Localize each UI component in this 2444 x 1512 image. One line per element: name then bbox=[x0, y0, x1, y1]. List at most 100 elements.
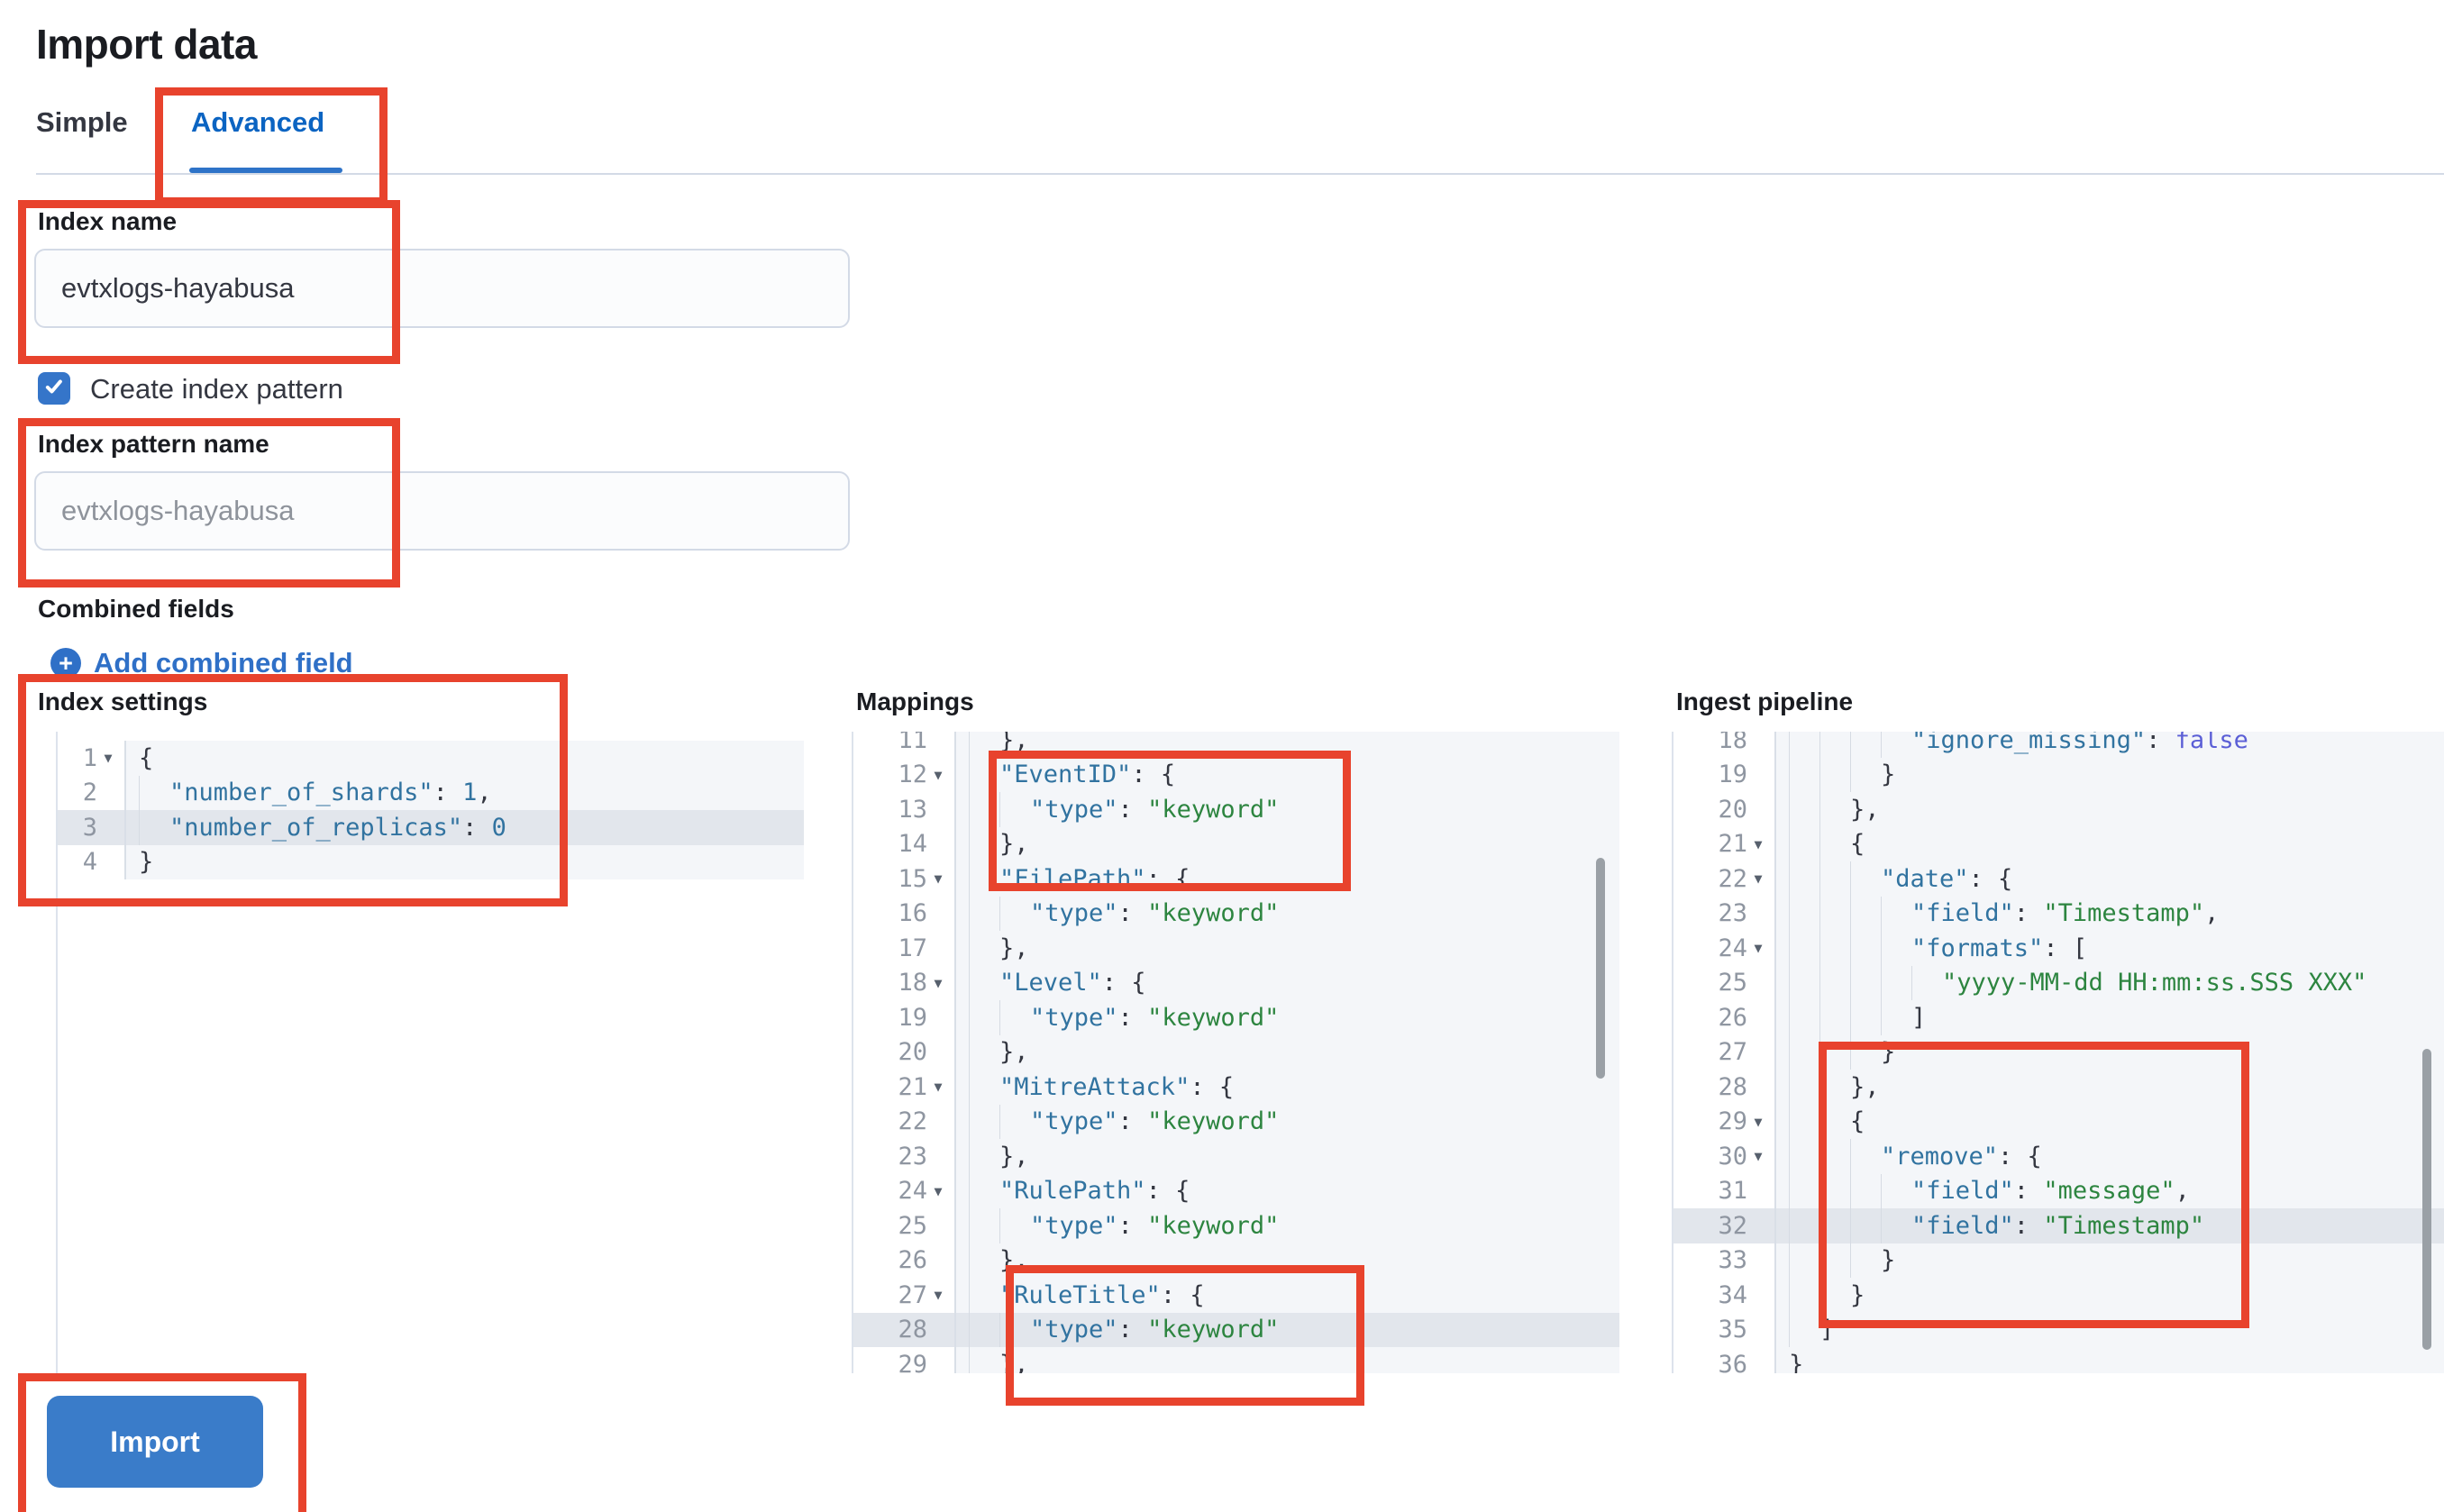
code-content: }, bbox=[954, 1139, 1619, 1174]
mappings-editor[interactable]: 11},12▼"EventID": {13"type": "keyword"14… bbox=[852, 732, 1619, 1373]
code-token: }, bbox=[999, 830, 1029, 859]
fold-arrow-icon[interactable]: ▼ bbox=[934, 1287, 943, 1304]
line-number: 20 bbox=[898, 1038, 927, 1067]
code-token: "yyyy-MM-dd HH:mm:ss.SSS XXX" bbox=[1942, 969, 2367, 997]
indent-guide bbox=[999, 896, 1000, 931]
fold-arrow-icon[interactable]: ▼ bbox=[934, 974, 943, 991]
code-token: "MitreAttack" bbox=[999, 1072, 1190, 1101]
code-content: "date": { bbox=[1774, 861, 2444, 897]
index-settings-editor[interactable]: 1▼{2"number_of_shards": 1,3"number_of_re… bbox=[56, 732, 804, 1373]
import-button[interactable]: Import bbox=[47, 1396, 263, 1488]
fold-arrow-icon[interactable]: ▼ bbox=[1754, 940, 1763, 957]
plus-icon[interactable]: + bbox=[50, 648, 81, 679]
code-line: 21▼{ bbox=[1673, 826, 2444, 861]
indent-guide bbox=[969, 1104, 970, 1139]
code-token: "type" bbox=[1030, 899, 1118, 928]
mappings-scrollbar[interactable] bbox=[1596, 858, 1605, 1079]
indent-guide bbox=[139, 775, 140, 810]
code-token: : bbox=[2146, 732, 2175, 754]
code-line: 30▼"remove": { bbox=[1673, 1139, 2444, 1174]
gutter-cell: 16 bbox=[853, 899, 954, 927]
gutter-cell: 27 bbox=[1673, 1038, 1774, 1066]
gutter-cell: 20 bbox=[1673, 796, 1774, 824]
code-token: } bbox=[139, 848, 154, 877]
indent-guide bbox=[1819, 965, 1820, 1000]
index-pattern-name-input[interactable] bbox=[34, 471, 850, 551]
indent-guide bbox=[1789, 826, 1790, 861]
gutter-cell: 4 bbox=[58, 848, 124, 876]
fold-arrow-icon[interactable]: ▼ bbox=[1754, 1113, 1763, 1130]
indent-guide bbox=[1789, 1243, 1790, 1278]
code-token: 1 bbox=[462, 779, 478, 807]
create-index-pattern-checkbox[interactable] bbox=[38, 372, 70, 405]
code-token: : { bbox=[1998, 1142, 2042, 1170]
indent-guide bbox=[1789, 1208, 1790, 1243]
active-tab-underline bbox=[189, 168, 342, 173]
code-content: } bbox=[1774, 1278, 2444, 1313]
fold-arrow-icon[interactable]: ▼ bbox=[934, 1182, 943, 1199]
code-token: }, bbox=[999, 1142, 1029, 1170]
code-token: "number_of_shards" bbox=[169, 779, 433, 807]
mappings-label: Mappings bbox=[856, 688, 974, 715]
index-name-input[interactable] bbox=[34, 249, 850, 328]
indent-guide bbox=[1819, 792, 1820, 827]
code-token: "keyword" bbox=[1147, 795, 1280, 824]
code-token: }, bbox=[1850, 795, 1880, 824]
fold-arrow-icon[interactable]: ▼ bbox=[934, 1079, 943, 1096]
indent-guide bbox=[1850, 861, 1851, 897]
indent-guide bbox=[969, 1000, 970, 1035]
tab-simple[interactable]: Simple bbox=[36, 106, 128, 138]
ingest-pipeline-scrollbar[interactable] bbox=[2422, 1049, 2431, 1350]
line-number: 14 bbox=[898, 830, 927, 859]
line-number: 18 bbox=[1718, 732, 1747, 754]
code-line: 14}, bbox=[853, 826, 1619, 861]
indent-guide bbox=[1789, 1312, 1790, 1347]
gutter-cell: 29 bbox=[853, 1351, 954, 1373]
annotation-box-advanced-tab bbox=[155, 87, 388, 205]
code-token: : bbox=[1117, 795, 1148, 824]
code-line: 25 "yyyy-MM-dd HH:mm:ss.SSS XXX" bbox=[1673, 965, 2444, 1000]
code-line: 28}, bbox=[1673, 1070, 2444, 1105]
code-line: 36} bbox=[1673, 1347, 2444, 1373]
code-line: 4} bbox=[58, 844, 804, 879]
indent-guide bbox=[969, 1034, 970, 1070]
line-number: 23 bbox=[898, 1142, 927, 1170]
code-token: "type" bbox=[1030, 795, 1118, 824]
fold-arrow-icon[interactable]: ▼ bbox=[934, 870, 943, 888]
code-content: "MitreAttack": { bbox=[954, 1070, 1619, 1105]
gutter-cell: 25 bbox=[1673, 969, 1774, 997]
indent-guide bbox=[1789, 1278, 1790, 1313]
code-token: "FilePath" bbox=[999, 864, 1146, 893]
indent-guide bbox=[1911, 965, 1912, 1000]
indent-guide bbox=[1789, 1034, 1790, 1070]
fold-arrow-icon[interactable]: ▼ bbox=[1754, 1148, 1763, 1165]
fold-arrow-icon[interactable]: ▼ bbox=[104, 750, 113, 767]
line-number: 30 bbox=[1718, 1142, 1747, 1170]
fold-arrow-icon[interactable]: ▼ bbox=[934, 766, 943, 783]
code-line: 33} bbox=[1673, 1243, 2444, 1278]
line-number: 24 bbox=[1718, 934, 1747, 962]
code-line: 19"type": "keyword" bbox=[853, 1000, 1619, 1035]
ingest-pipeline-label: Ingest pipeline bbox=[1676, 688, 1854, 715]
line-number: 1 bbox=[82, 743, 97, 772]
code-line: 22"type": "keyword" bbox=[853, 1104, 1619, 1139]
indent-guide bbox=[1881, 1000, 1882, 1035]
line-number: 2 bbox=[82, 779, 97, 807]
code-token: "type" bbox=[1030, 1316, 1118, 1344]
code-token: "field" bbox=[1911, 1177, 2014, 1206]
indent-guide bbox=[1850, 1000, 1851, 1035]
tab-advanced[interactable]: Advanced bbox=[191, 106, 325, 138]
add-combined-field-link[interactable]: Add combined field bbox=[94, 647, 353, 679]
code-token: "keyword" bbox=[1147, 1003, 1280, 1032]
gutter-cell: 35 bbox=[1673, 1316, 1774, 1343]
line-number: 36 bbox=[1718, 1350, 1747, 1373]
code-token: } bbox=[1850, 1280, 1865, 1309]
code-line: 20}, bbox=[1673, 792, 2444, 827]
code-token: }, bbox=[999, 934, 1029, 962]
fold-arrow-icon[interactable]: ▼ bbox=[1754, 870, 1763, 888]
line-number: 33 bbox=[1718, 1246, 1747, 1275]
indent-guide bbox=[969, 732, 970, 758]
fold-arrow-icon[interactable]: ▼ bbox=[1754, 835, 1763, 852]
code-token: { bbox=[1850, 1107, 1865, 1136]
